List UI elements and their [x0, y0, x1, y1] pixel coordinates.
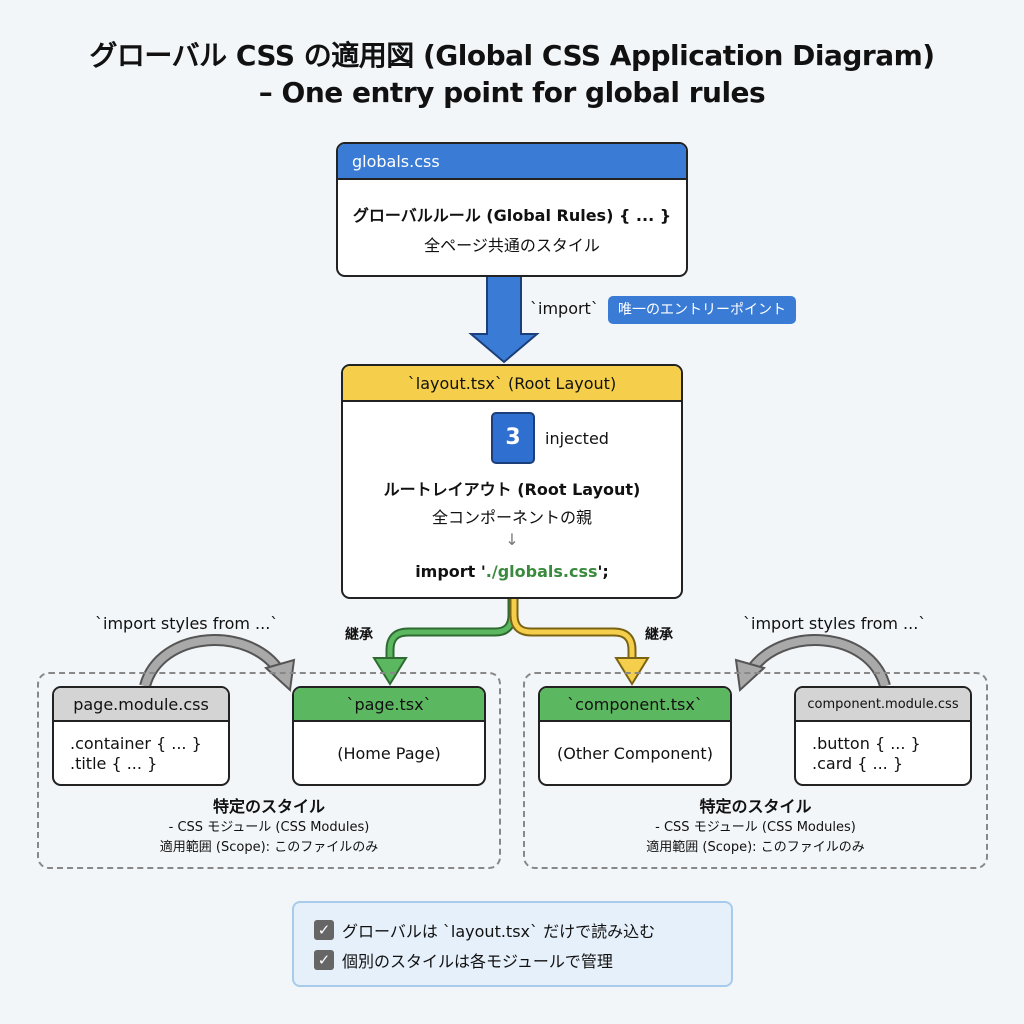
import-path: ./globals.css: [485, 562, 598, 581]
page-module-css-box: page.module.css .container { ... } .titl…: [52, 686, 230, 786]
import-arrow: [468, 275, 540, 364]
component-tsx-desc: (Other Component): [557, 744, 713, 763]
summary-box: ✓ グローバルは `layout.tsx` だけで読み込む ✓ 個別のスタイルは…: [292, 901, 733, 987]
injected-label: injected: [545, 429, 609, 448]
page-tsx-desc: (Home Page): [337, 744, 441, 763]
component-tsx-header: `component.tsx`: [540, 688, 730, 722]
import-styles-label-left: `import styles from ...`: [95, 614, 279, 633]
entry-point-badge: 唯一のエントリーポイント: [608, 296, 796, 324]
import-styles-label-right: `import styles from ...`: [743, 614, 927, 633]
module-rule: .card { ... }: [812, 754, 904, 773]
diagram-title-line2: – One entry point for global rules: [258, 76, 766, 109]
page-module-css-header: page.module.css: [54, 688, 228, 722]
inherit-arrow-yellow: [509, 598, 637, 660]
right-caption: 特定のスタイル - CSS モジュール (CSS Modules) 適用範囲 (…: [523, 796, 988, 858]
globals-css-box: globals.css グローバルルール (Global Rules) { ..…: [336, 142, 688, 277]
left-caption: 特定のスタイル - CSS モジュール (CSS Modules) 適用範囲 (…: [37, 796, 501, 858]
component-tsx-box: `component.tsx` (Other Component): [538, 686, 732, 786]
down-arrow: ↓: [505, 530, 519, 549]
layout-tsx-header: `layout.tsx` (Root Layout): [343, 366, 681, 402]
inherit-label-right: 継承: [645, 627, 673, 643]
summary-text: 個別のスタイルは各モジュールで管理: [342, 952, 613, 971]
caption-line: 適用範囲 (Scope): このファイルのみ: [159, 840, 379, 855]
component-module-css-header: component.module.css: [796, 688, 970, 722]
import-end: ';: [597, 562, 609, 581]
caption-line: - CSS モジュール (CSS Modules): [655, 820, 856, 835]
inherit-label-left: 継承: [345, 627, 373, 643]
css3-file-icon: 3: [491, 412, 535, 464]
inherit-arrow-green: [385, 598, 517, 660]
page-tsx-header: `page.tsx`: [294, 688, 484, 722]
globals-css-header: globals.css: [338, 144, 686, 180]
global-rules-desc: 全ページ共通のスタイル: [424, 236, 600, 255]
import-statement: import './globals.css';: [343, 562, 681, 581]
right-scope-group: [523, 672, 988, 869]
checkbox-checked-icon: ✓: [314, 920, 334, 940]
page-tsx-box: `page.tsx` (Home Page): [292, 686, 486, 786]
inherit-arrowhead-green: [372, 657, 408, 686]
global-rules-text: グローバルルール (Global Rules) { ... }: [352, 206, 672, 225]
caption-title: 特定のスタイル: [212, 797, 325, 816]
diagram-title-line1: グローバル CSS の適用図 (Global CSS Application D…: [89, 39, 935, 72]
module-rule: .button { ... }: [812, 734, 921, 753]
import-keyword: import ': [415, 562, 486, 581]
caption-line: 適用範囲 (Scope): このファイルのみ: [646, 840, 865, 855]
module-rule: .container { ... }: [70, 734, 202, 753]
summary-item: ✓ 個別のスタイルは各モジュールで管理: [314, 945, 731, 975]
inherit-arrowhead-yellow: [614, 657, 650, 686]
caption-title: 特定のスタイル: [699, 797, 812, 816]
summary-item: ✓ グローバルは `layout.tsx` だけで読み込む: [314, 915, 731, 945]
caption-line: - CSS モジュール (CSS Modules): [168, 820, 370, 835]
module-rule: .title { ... }: [70, 754, 158, 773]
component-module-css-box: component.module.css .button { ... } .ca…: [794, 686, 972, 786]
import-label: `import`: [530, 299, 599, 318]
root-layout-name: ルートレイアウト (Root Layout): [383, 480, 641, 499]
summary-text: グローバルは `layout.tsx` だけで読み込む: [342, 922, 656, 941]
layout-tsx-box: `layout.tsx` (Root Layout) 3 injected ルー…: [341, 364, 683, 599]
checkbox-checked-icon: ✓: [314, 950, 334, 970]
root-layout-desc: 全コンポーネントの親: [431, 508, 592, 527]
left-scope-group: [37, 672, 501, 869]
